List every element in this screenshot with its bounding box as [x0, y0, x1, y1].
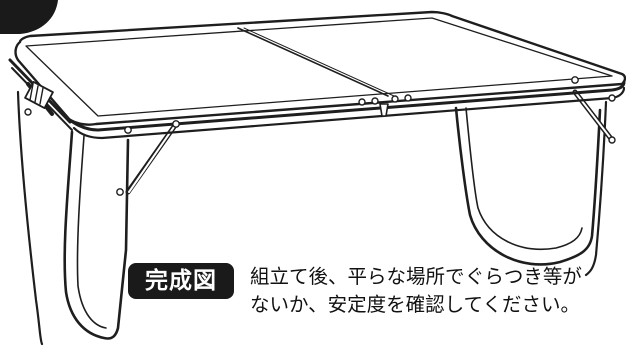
rivet — [124, 126, 132, 134]
assembly-instruction: 組立て後、平らな場所でぐらつき等が ないか、安定度を確認してください。 — [250, 263, 622, 319]
rivet — [358, 98, 366, 106]
table-top-center-fold — [237, 27, 389, 97]
rivet — [116, 188, 124, 196]
step-marker — [0, 0, 58, 34]
far-right-leg — [584, 100, 608, 277]
rivet — [172, 120, 180, 128]
table-top-center-fold-2 — [243, 27, 395, 97]
front-right-leg-outer — [454, 106, 602, 266]
front-right-leg-inner — [465, 107, 583, 250]
left-brace-inner — [128, 123, 177, 193]
rivet — [608, 94, 616, 102]
front-left-leg-inner — [76, 135, 107, 329]
rivet — [24, 108, 32, 116]
instruction-line-2: ないか、安定度を確認してください。 — [250, 293, 580, 316]
front-left-leg-outer — [63, 130, 130, 340]
rivet — [391, 95, 399, 103]
hinge-lines — [29, 83, 44, 105]
front-frame-lower — [72, 86, 626, 140]
front-frame — [68, 80, 626, 132]
rivet — [404, 94, 412, 102]
table-top — [14, 10, 626, 126]
instruction-line-1: 組立て後、平らな場所でぐらつき等が — [250, 265, 582, 288]
rivet — [371, 97, 379, 105]
far-left-leg — [16, 90, 44, 346]
rivet — [571, 76, 579, 84]
completed-view-badge: 完成図 — [128, 263, 234, 299]
rivet — [608, 136, 616, 144]
center-latch — [379, 103, 389, 117]
table-top-inner-edge — [25, 17, 613, 117]
